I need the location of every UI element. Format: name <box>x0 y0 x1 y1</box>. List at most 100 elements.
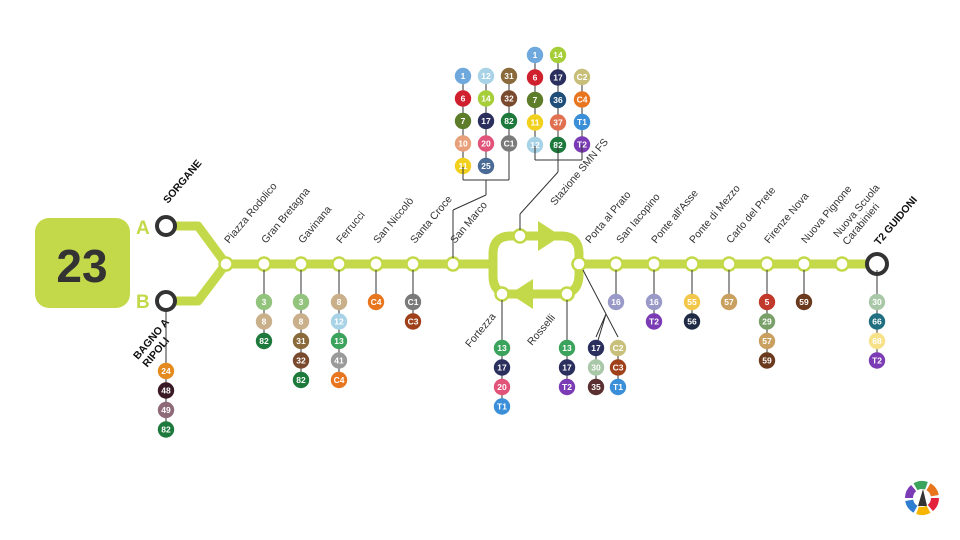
route-chip-label: 10 <box>458 139 468 149</box>
route-chip-5: 5 <box>758 293 776 311</box>
logo-mark <box>918 489 927 506</box>
route-chip-bg <box>493 378 511 396</box>
route-chip-bg <box>609 378 627 396</box>
terminal-a-marker <box>155 215 177 237</box>
route-chip-label: 57 <box>762 336 772 346</box>
route-chip-label: C4 <box>334 375 345 385</box>
route-chip-label: 66 <box>872 317 882 327</box>
route-chip-c4: C4 <box>330 371 348 389</box>
route-chip-label: 14 <box>553 50 563 60</box>
route-chip-bg <box>573 113 591 131</box>
terminal-b-marker <box>155 290 177 312</box>
route-chip-label: 82 <box>161 425 171 435</box>
route-chip-label: 14 <box>481 94 491 104</box>
route-chip-t1: T1 <box>573 113 591 131</box>
route-chip-label: T2 <box>872 356 882 366</box>
route-chip-37: 37 <box>549 114 567 131</box>
route-chip-29: 29 <box>758 313 776 330</box>
route-chip-label: C3 <box>408 317 419 327</box>
route-chip-bg <box>500 135 518 152</box>
firenze-transit-logo-icon <box>905 481 939 515</box>
route-chip-11: 11 <box>526 114 544 131</box>
route-chip-label: T2 <box>649 317 659 327</box>
route-chip-label: 6 <box>461 94 466 104</box>
logo-segment <box>913 481 928 491</box>
connector-line <box>452 194 487 211</box>
route-chip-13: 13 <box>330 332 348 350</box>
route-chip-label: 12 <box>530 140 540 150</box>
route-chip-12: 12 <box>526 136 544 154</box>
route-chip-17: 17 <box>587 339 605 357</box>
route-chip-bg <box>454 157 472 175</box>
route-chip-label: 55 <box>687 297 697 307</box>
loop-arrow-right-icon <box>538 221 561 251</box>
route-chip-bg <box>330 293 348 311</box>
route-chip-label: 16 <box>649 297 659 307</box>
route-chip-bg <box>157 382 175 399</box>
stop-marker-san-iacopino <box>608 256 624 272</box>
route-chip-c3: C3 <box>609 359 627 376</box>
stop-marker-ferrucci <box>331 256 347 272</box>
route-chip-bg <box>526 46 544 64</box>
route-chip-label: 3 <box>262 297 267 307</box>
route-chip-c2: C2 <box>573 68 591 86</box>
route-chip-label: 56 <box>687 317 697 327</box>
route-chip-label: T1 <box>497 402 507 412</box>
route-chip-label: 82 <box>553 140 563 150</box>
route-chip-14: 14 <box>477 90 495 107</box>
route-chip-bg <box>868 352 886 369</box>
route-chip-t2: T2 <box>868 352 886 369</box>
route-chip-bg <box>549 46 567 64</box>
route-chip-label: 30 <box>872 297 882 307</box>
route-chip-82: 82 <box>500 112 518 130</box>
logo-segment <box>927 498 939 512</box>
route-chip-t2: T2 <box>645 313 663 330</box>
route-chip-label: 12 <box>334 317 344 327</box>
route-chip-59: 59 <box>795 293 813 311</box>
route-chip-bg <box>157 421 175 438</box>
route-chip-label: T2 <box>562 382 572 392</box>
route-chip-label: 31 <box>296 336 306 346</box>
route-chip-10: 10 <box>454 135 472 152</box>
route-chip-label: 16 <box>611 297 621 307</box>
route-chip-bg <box>645 313 663 330</box>
route-chip-label: 13 <box>497 343 507 353</box>
route-chip-1: 1 <box>526 46 544 64</box>
logo-segment <box>905 499 918 513</box>
route-chip-bg <box>526 69 544 86</box>
route-chip-bg <box>404 293 422 311</box>
route-chip-32: 32 <box>292 352 310 369</box>
route-chip-label: 3 <box>299 297 304 307</box>
branch-b-letter: B <box>136 292 150 313</box>
route-chip-bg <box>292 371 310 389</box>
stop-marker-gran-bretagna <box>256 256 272 272</box>
route-chip-label: 32 <box>504 94 514 104</box>
stop-label-ferrucci: Ferrucci <box>334 209 368 246</box>
route-chip-label: 8 <box>299 317 304 327</box>
stop-marker-carlo-del-prete <box>721 256 737 272</box>
route-chip-bg <box>795 293 813 311</box>
route-chip-label: 68 <box>872 336 882 346</box>
route-chip-label: 30 <box>591 363 601 373</box>
route-chip-bg <box>549 136 567 154</box>
connector-line <box>582 269 619 338</box>
route-chip-49: 49 <box>157 401 175 419</box>
route-chip-bg <box>758 352 776 369</box>
route-chip-bg <box>477 67 495 85</box>
connector-line <box>519 171 559 215</box>
route-chip-48: 48 <box>157 382 175 399</box>
route-chip-25: 25 <box>477 157 495 175</box>
route-chip-bg <box>573 91 591 108</box>
stop-marker-santa-croce <box>405 256 421 272</box>
terminal-end-label: T2 GUIDONI <box>872 194 920 248</box>
stop-marker-stazione-smn-fs <box>512 228 528 244</box>
route-chip-c4: C4 <box>573 91 591 108</box>
route-chip-bg <box>255 293 273 311</box>
route-chip-label: 20 <box>497 382 507 392</box>
route-chip-bg <box>558 378 576 396</box>
route-chip-bg <box>683 293 701 311</box>
stop-marker-san-niccol <box>368 256 384 272</box>
route-chip-label: 11 <box>531 118 540 128</box>
route-chip-17: 17 <box>493 359 511 376</box>
